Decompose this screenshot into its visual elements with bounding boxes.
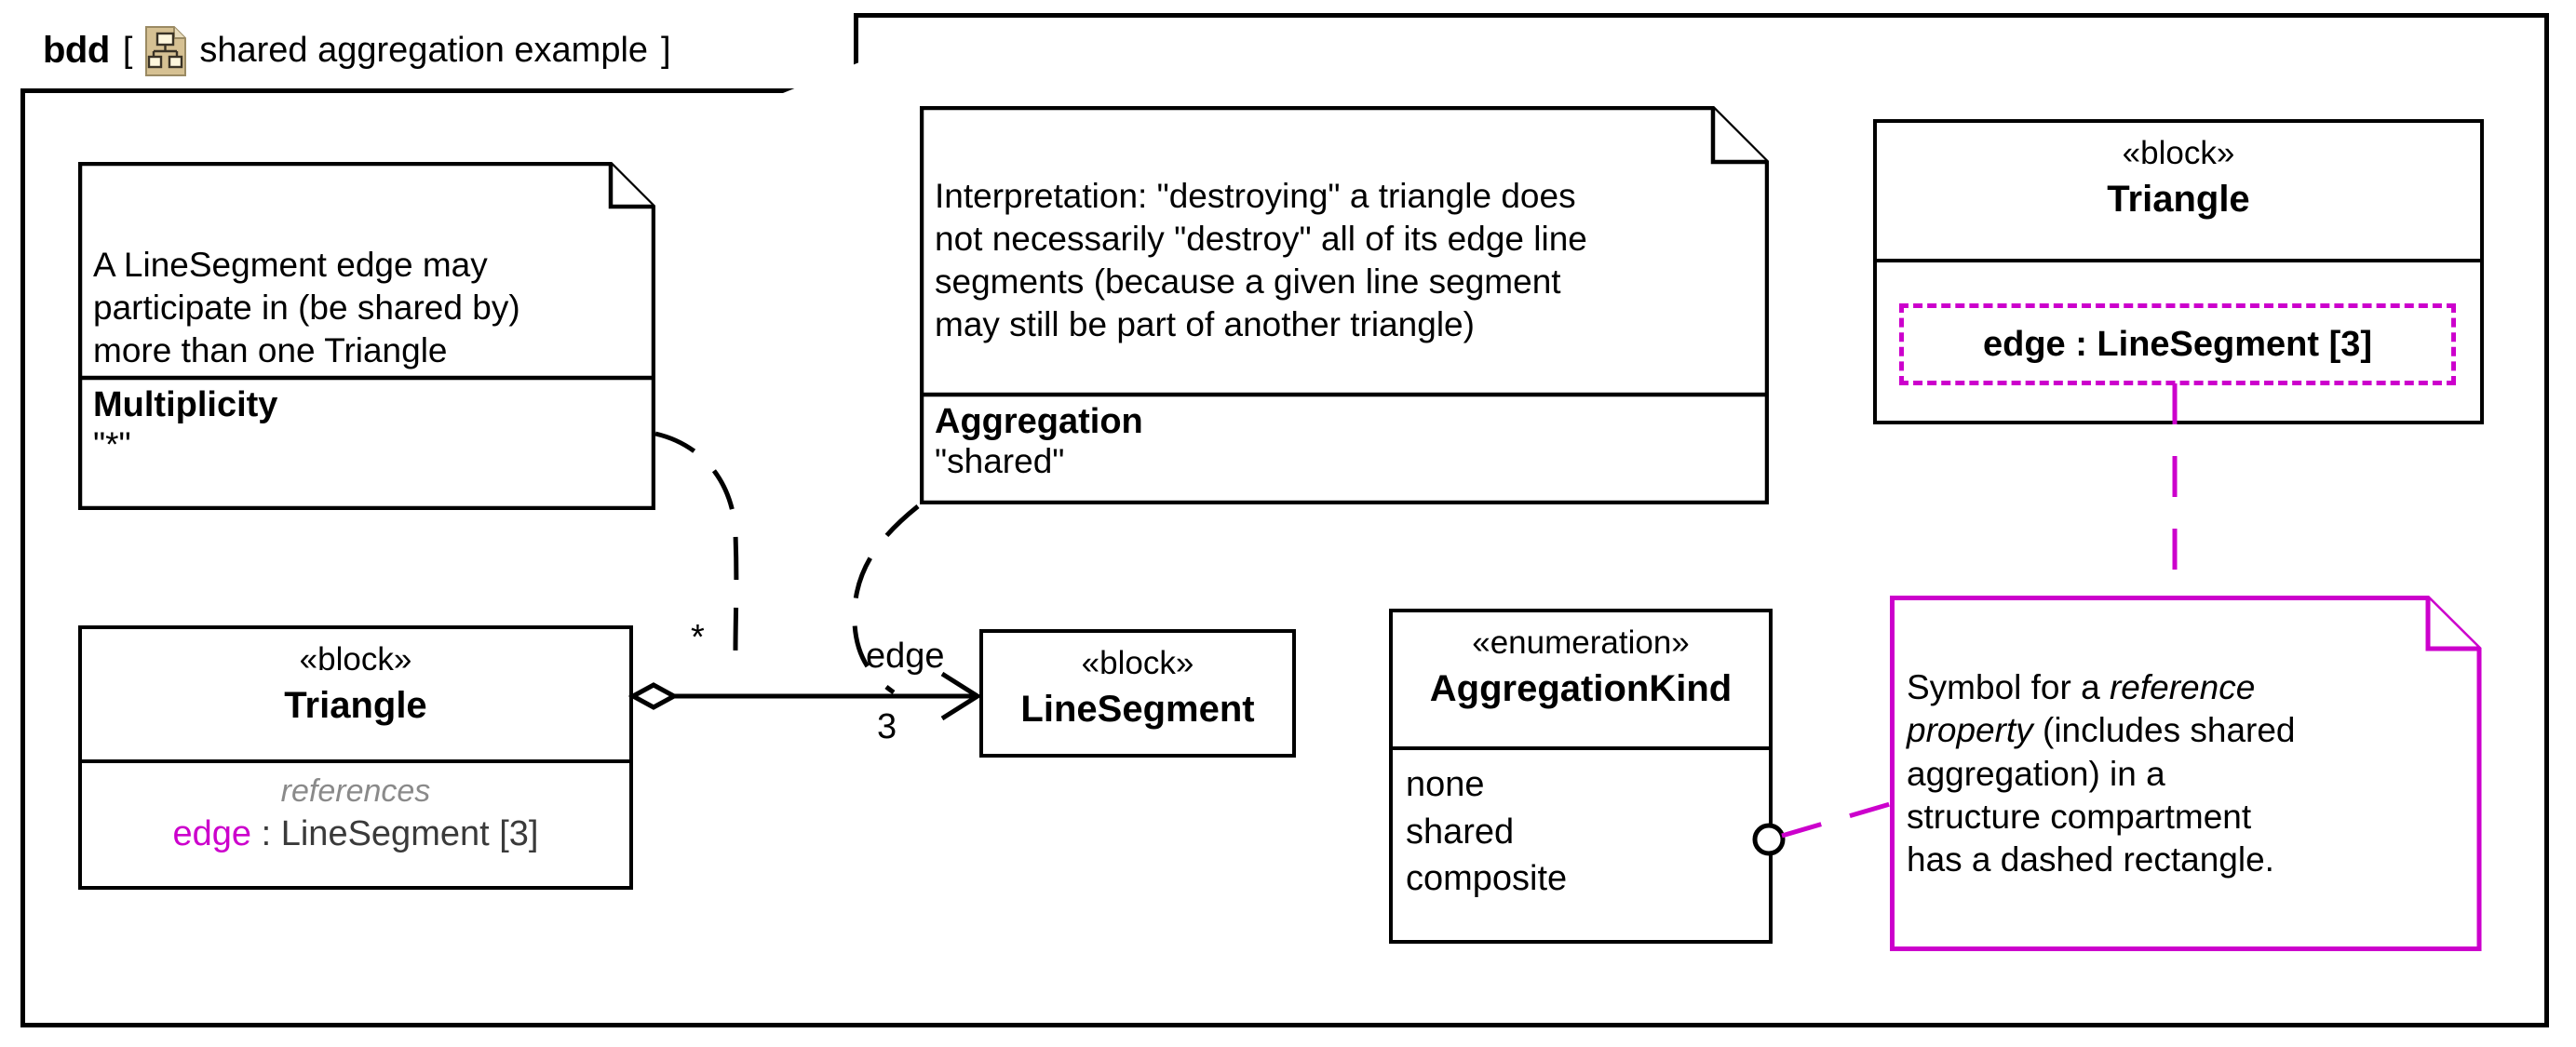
block-triangle-right-header: «block» Triangle bbox=[1877, 123, 2480, 259]
triangle-left-property-type: LineSegment [3] bbox=[280, 814, 539, 854]
ref-note-line1-pre: Symbol for a bbox=[1907, 668, 2110, 706]
association-source-multiplicity-label: * bbox=[691, 618, 705, 657]
bdd-tree-document-icon bbox=[145, 25, 187, 76]
triangle-left-property-row: edge : LineSegment [3] bbox=[82, 812, 629, 857]
block-triangle-left[interactable]: «block» Triangle references edge : LineS… bbox=[78, 625, 633, 890]
note-multiplicity: A LineSegment edge may participate in (b… bbox=[78, 162, 655, 510]
frame-bracket-open: [ bbox=[122, 31, 133, 70]
enum-literal: none bbox=[1406, 765, 1485, 804]
block-triangle-right[interactable]: «block» Triangle edge : LineSegment [3] bbox=[1873, 119, 2484, 424]
note-aggregation-section-value: "shared" bbox=[935, 442, 1065, 480]
block-line-segment-name: LineSegment bbox=[1020, 689, 1255, 731]
note-aggregation: Interpretation: "destroying" a triangle … bbox=[920, 106, 1769, 504]
block-line-segment-stereotype: «block» bbox=[1081, 645, 1194, 681]
note-aggregation-section-title: Aggregation bbox=[935, 402, 1143, 441]
ref-note-line4: structure compartment bbox=[1907, 797, 2252, 836]
block-triangle-right-stereotype: «block» bbox=[2122, 135, 2235, 171]
association-end-name-label: edge bbox=[866, 637, 945, 676]
triangle-left-property-name: edge bbox=[172, 814, 252, 854]
references-compartment-label: references bbox=[280, 773, 431, 809]
diagram-kind-label: bdd bbox=[43, 30, 110, 71]
frame-bracket-close: ] bbox=[661, 31, 671, 70]
note-multiplicity-text: A LineSegment edge may participate in (b… bbox=[93, 246, 520, 369]
block-triangle-left-stereotype: «block» bbox=[299, 641, 412, 678]
diagram-name-label: shared aggregation example bbox=[199, 31, 649, 70]
block-line-segment-header: «block» LineSegment bbox=[983, 633, 1292, 734]
block-aggregation-kind-stereotype: «enumeration» bbox=[1472, 624, 1690, 661]
ref-note-line1-emphasis: reference bbox=[2109, 668, 2256, 706]
block-aggregation-kind-header: «enumeration» AggregationKind bbox=[1393, 612, 1769, 746]
enum-literal: composite bbox=[1406, 859, 1568, 899]
ref-note-line2-post: (includes shared bbox=[2032, 711, 2296, 750]
enum-literal: shared bbox=[1406, 812, 1515, 852]
frame-header-content: bdd [ shared aggregation example ] bbox=[20, 25, 671, 76]
block-triangle-left-name: Triangle bbox=[284, 685, 427, 727]
block-line-segment[interactable]: «block» LineSegment bbox=[979, 629, 1296, 758]
block-triangle-left-header: «block» Triangle bbox=[82, 629, 629, 759]
block-triangle-right-structure-compartment: edge : LineSegment [3] bbox=[1877, 259, 2480, 434]
diagram-frame-header-tab: bdd [ shared aggregation example ] bbox=[20, 13, 858, 93]
ref-note-line3: aggregation) in a bbox=[1907, 754, 2165, 793]
triangle-left-property-separator: : bbox=[251, 814, 281, 854]
note-aggregation-text: Interpretation: "destroying" a triangle … bbox=[935, 177, 1587, 343]
block-triangle-right-property: edge : LineSegment [3] bbox=[1982, 324, 2373, 364]
block-aggregation-kind-name: AggregationKind bbox=[1429, 668, 1733, 710]
ref-note-line5: has a dashed rectangle. bbox=[1907, 840, 2274, 879]
block-aggregation-kind-literals-compartment: none shared composite bbox=[1393, 746, 1769, 968]
note-multiplicity-section-value: "*" bbox=[93, 425, 131, 463]
association-target-multiplicity-label: 3 bbox=[877, 707, 897, 746]
reference-property-dashed-rectangle: edge : LineSegment [3] bbox=[1899, 303, 2456, 385]
ref-note-line2-emphasis: property bbox=[1907, 711, 2033, 750]
block-triangle-left-references-compartment: references edge : LineSegment [3] bbox=[82, 759, 629, 906]
block-aggregation-kind[interactable]: «enumeration» AggregationKind none share… bbox=[1389, 609, 1773, 944]
block-triangle-right-name: Triangle bbox=[2107, 179, 2250, 221]
note-reference-property: Symbol for a reference property (include… bbox=[1890, 596, 2482, 951]
note-reference-property-text: Symbol for a reference property (include… bbox=[1907, 666, 2473, 881]
note-multiplicity-section-title: Multiplicity bbox=[93, 385, 278, 424]
